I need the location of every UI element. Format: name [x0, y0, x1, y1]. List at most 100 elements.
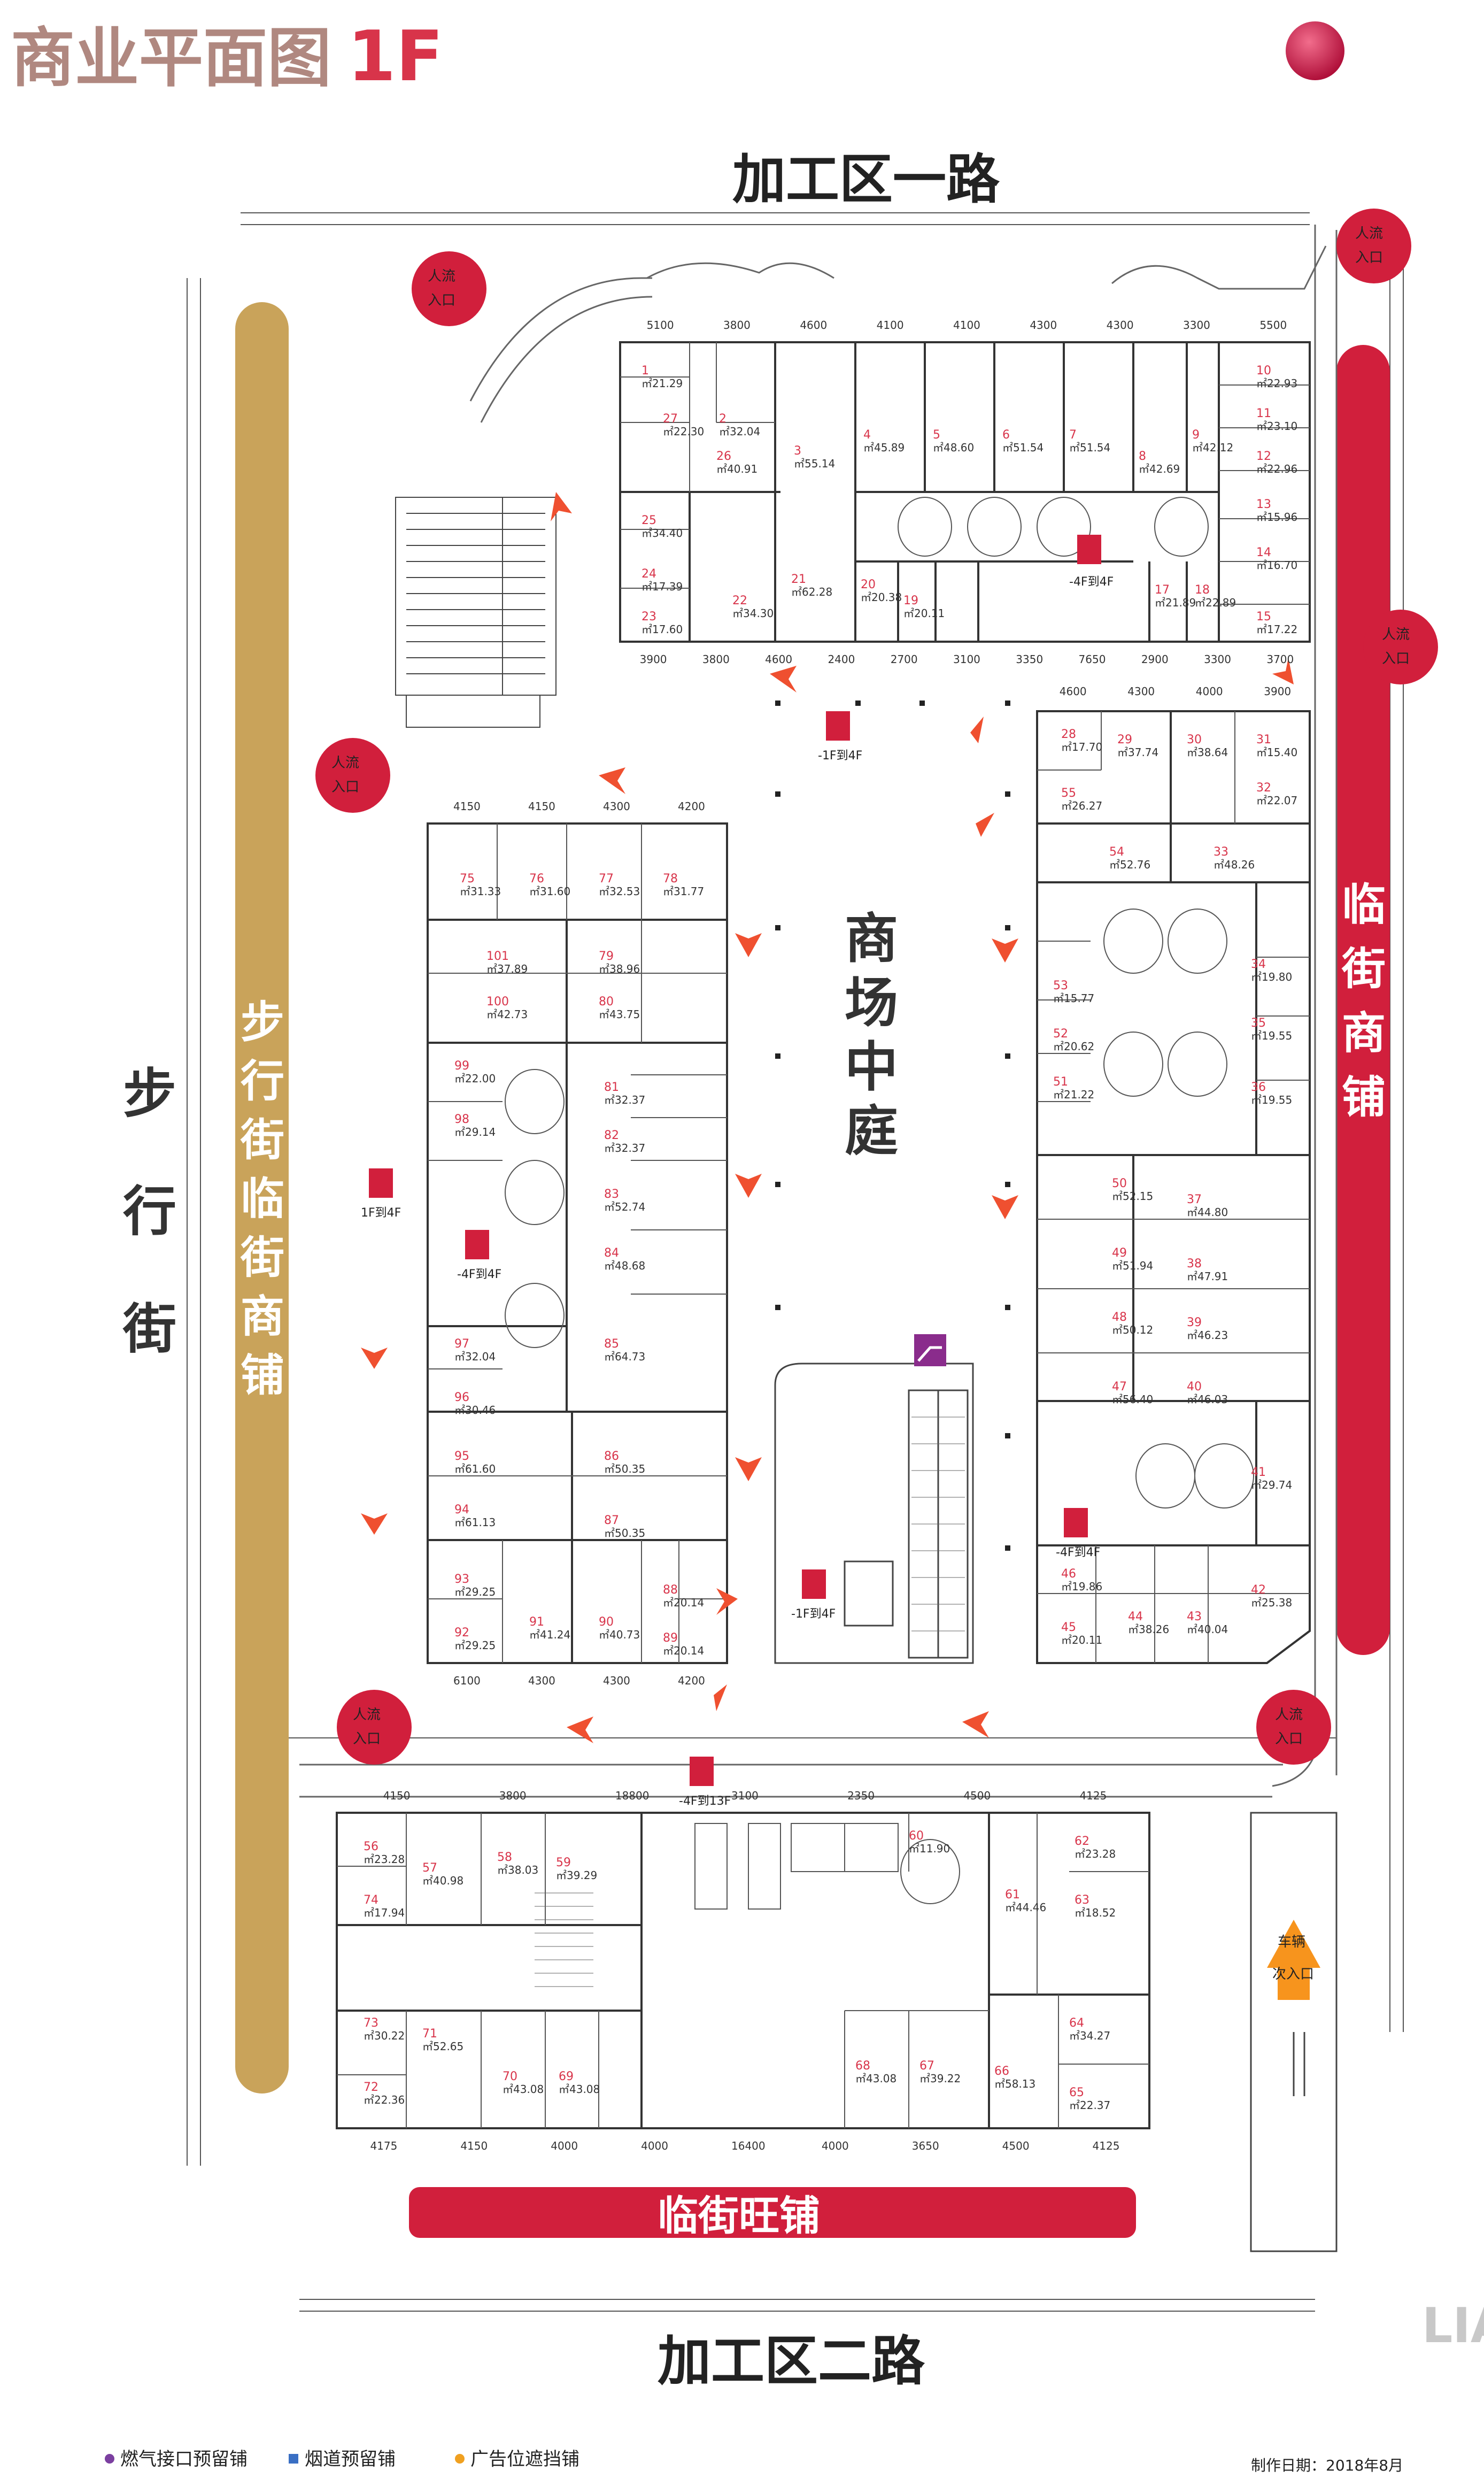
dimension-label: 4125 [1079, 1789, 1107, 1802]
unit-area: ㎡51.54 [1002, 441, 1044, 454]
unit-area: ㎡52.65 [422, 2040, 463, 2053]
unit-number: 35 [1251, 1017, 1266, 1030]
unit-area: ㎡15.77 [1053, 992, 1094, 1005]
svg-text:步: 步 [241, 997, 284, 1048]
dimension-label: 4150 [460, 2139, 488, 2152]
dimension-label: 4500 [963, 1789, 991, 1802]
svg-text:人流: 人流 [1275, 1707, 1303, 1723]
unit-number: 81 [604, 1081, 619, 1094]
unit-number: 40 [1187, 1380, 1202, 1394]
elevator-icon-center: -1F到4F [818, 711, 862, 763]
unit-number: 68 [855, 2059, 870, 2073]
unit-area: ㎡17.70 [1061, 741, 1102, 753]
unit-number: 92 [454, 1626, 469, 1640]
unit-number: 29 [1117, 733, 1132, 746]
unit-number: 62 [1075, 1835, 1089, 1848]
unit-area: ㎡44.80 [1187, 1206, 1228, 1219]
unit-area: ㎡23.10 [1256, 420, 1297, 433]
unit-number: 9 [1192, 428, 1200, 442]
dimension-label: 4150 [453, 800, 481, 813]
unit-area: ㎡22.93 [1256, 377, 1297, 390]
unit-number: 43 [1187, 1610, 1202, 1623]
dimension-label: 4600 [800, 319, 827, 332]
unit-area: ㎡38.26 [1128, 1623, 1169, 1636]
svg-text:-1F到4F: -1F到4F [818, 749, 862, 763]
unit-number: 87 [604, 1514, 619, 1527]
east-block [1036, 710, 1311, 1664]
unit-number: 67 [919, 2059, 934, 2073]
dimension-label: 6100 [453, 1674, 481, 1687]
west-shops-label: 步 行 街 临 街 商 铺 [240, 997, 284, 1401]
unit-number: 45 [1061, 1621, 1076, 1634]
unit-area: ㎡32.04 [719, 425, 760, 438]
unit-area: ㎡21.29 [641, 377, 683, 390]
dimension-label: 4300 [603, 1674, 630, 1687]
unit-number: 79 [599, 950, 614, 963]
unit-area: ㎡61.13 [454, 1516, 496, 1529]
svg-text:街: 街 [240, 1233, 284, 1283]
unit-area: ㎡51.54 [1069, 441, 1110, 454]
unit-number: 100 [486, 995, 509, 1009]
unit-number: 91 [529, 1615, 544, 1629]
unit-number: 14 [1256, 546, 1271, 559]
svg-text:人流: 人流 [1382, 627, 1410, 643]
unit-area: ㎡58.13 [994, 2077, 1035, 2090]
unit-number: 64 [1069, 2016, 1084, 2030]
east-shops-label: 临 街 商 铺 [1341, 880, 1386, 1123]
unit-number: 47 [1112, 1380, 1127, 1394]
svg-text:入口: 入口 [353, 1731, 381, 1747]
dimension-label: 3800 [499, 1789, 527, 1802]
unit-area: ㎡38.96 [599, 963, 640, 975]
svg-text:入口: 入口 [1275, 1731, 1303, 1747]
svg-text:商: 商 [241, 1291, 284, 1342]
unit-number: 57 [422, 1861, 437, 1875]
svg-text:人流: 人流 [1355, 226, 1383, 242]
unit-number: 59 [556, 1856, 571, 1869]
east-shops-bar [1336, 345, 1390, 1655]
unit-number: 90 [599, 1615, 614, 1629]
unit-number: 24 [641, 567, 656, 581]
dimension-label: 3800 [723, 319, 751, 332]
svg-text:人流: 人流 [353, 1707, 381, 1723]
unit-area: ㎡18.52 [1075, 1906, 1116, 1919]
dimension-label: 4300 [1030, 319, 1057, 332]
svg-text:商: 商 [1342, 1008, 1386, 1059]
elevator-icon-east: -4F到4F [1056, 1508, 1100, 1559]
road-north: 加工区一路 [732, 148, 1000, 211]
unit-number: 65 [1069, 2086, 1084, 2099]
unit-area: ㎡34.27 [1069, 2029, 1110, 2042]
unit-area: ㎡22.36 [364, 2094, 405, 2106]
escalator-icon [914, 1334, 946, 1366]
unit-number: 72 [364, 2081, 378, 2094]
dimension-label: 3300 [1183, 319, 1210, 332]
dimension-label: 4300 [603, 800, 630, 813]
